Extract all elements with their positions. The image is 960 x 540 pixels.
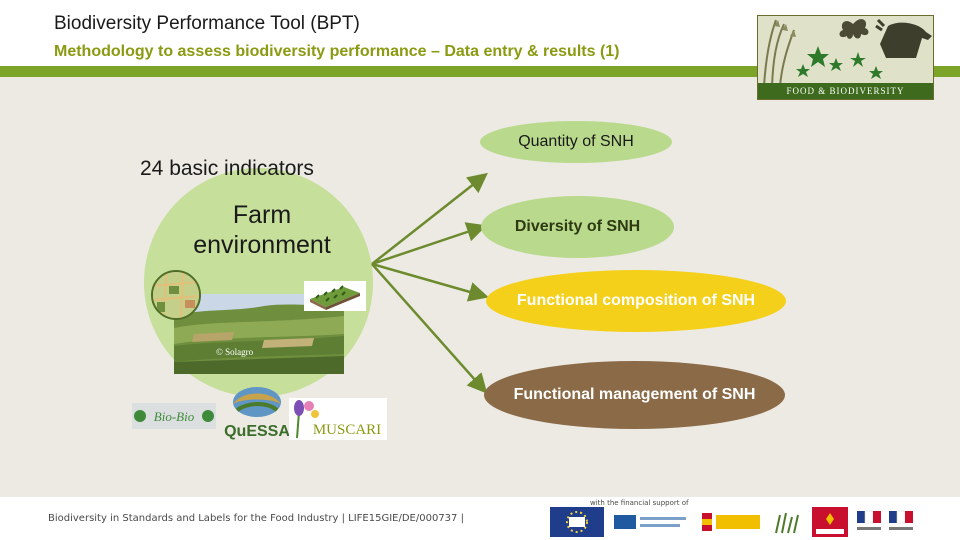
french-republic-logo-1 — [854, 507, 884, 537]
header-divider — [0, 66, 960, 77]
functional-composition-bubble: Functional composition of SNH — [486, 270, 786, 332]
arrow-to-composition — [371, 262, 489, 302]
food-biodiversity-logo: FOOD & BIODIVERSITY — [757, 15, 934, 100]
arrow-to-diversity — [371, 222, 487, 266]
occitanie-logo — [812, 507, 848, 537]
food-biodiversity-logo-art — [758, 16, 933, 86]
dbu-logo — [610, 507, 690, 537]
quessa-wordmark: QuESSA — [224, 423, 290, 440]
field-block-icon — [304, 281, 366, 311]
muscari-wordmark: MUSCARI — [313, 422, 381, 438]
life-programme-logo — [550, 507, 604, 537]
quantity-of-snh-bubble: Quantity of SNH — [480, 121, 672, 163]
result-arrows — [371, 172, 489, 394]
arrow-to-management — [371, 263, 488, 394]
footer-support-text: with the financial support of — [590, 499, 689, 507]
quessa-logo: QuESSA — [219, 382, 295, 440]
grass-logo — [770, 507, 806, 537]
basic-indicators-heading: 24 basic indicators — [140, 157, 314, 180]
footer-project-text: Biodiversity in Standards and Labels for… — [48, 513, 464, 524]
landscape-photo-art — [174, 294, 344, 374]
food-biodiversity-wordmark: FOOD & BIODIVERSITY — [758, 83, 933, 99]
diversity-of-snh-bubble: Diversity of SNH — [481, 196, 674, 258]
french-republic-logo-2 — [886, 507, 916, 537]
farm-map-icon — [151, 270, 201, 320]
arrow-to-quantity — [371, 172, 488, 265]
functional-management-bubble: Functional management of SNH — [484, 361, 785, 429]
photo-credit: © Solagro — [216, 347, 254, 357]
slide-subtitle: Methodology to assess biodiversity perfo… — [54, 43, 620, 60]
farm-environment-label: Farm environment — [193, 201, 331, 259]
spanish-ministry-logo — [700, 507, 762, 537]
slide-title: Biodiversity Performance Tool (BPT) — [54, 13, 360, 34]
muscari-logo: MUSCARI — [289, 398, 387, 440]
landscape-photo: © Solagro — [174, 294, 344, 374]
biobio-wordmark: Bio-Bio — [154, 409, 195, 424]
biobio-logo: Bio-Bio — [132, 403, 216, 429]
